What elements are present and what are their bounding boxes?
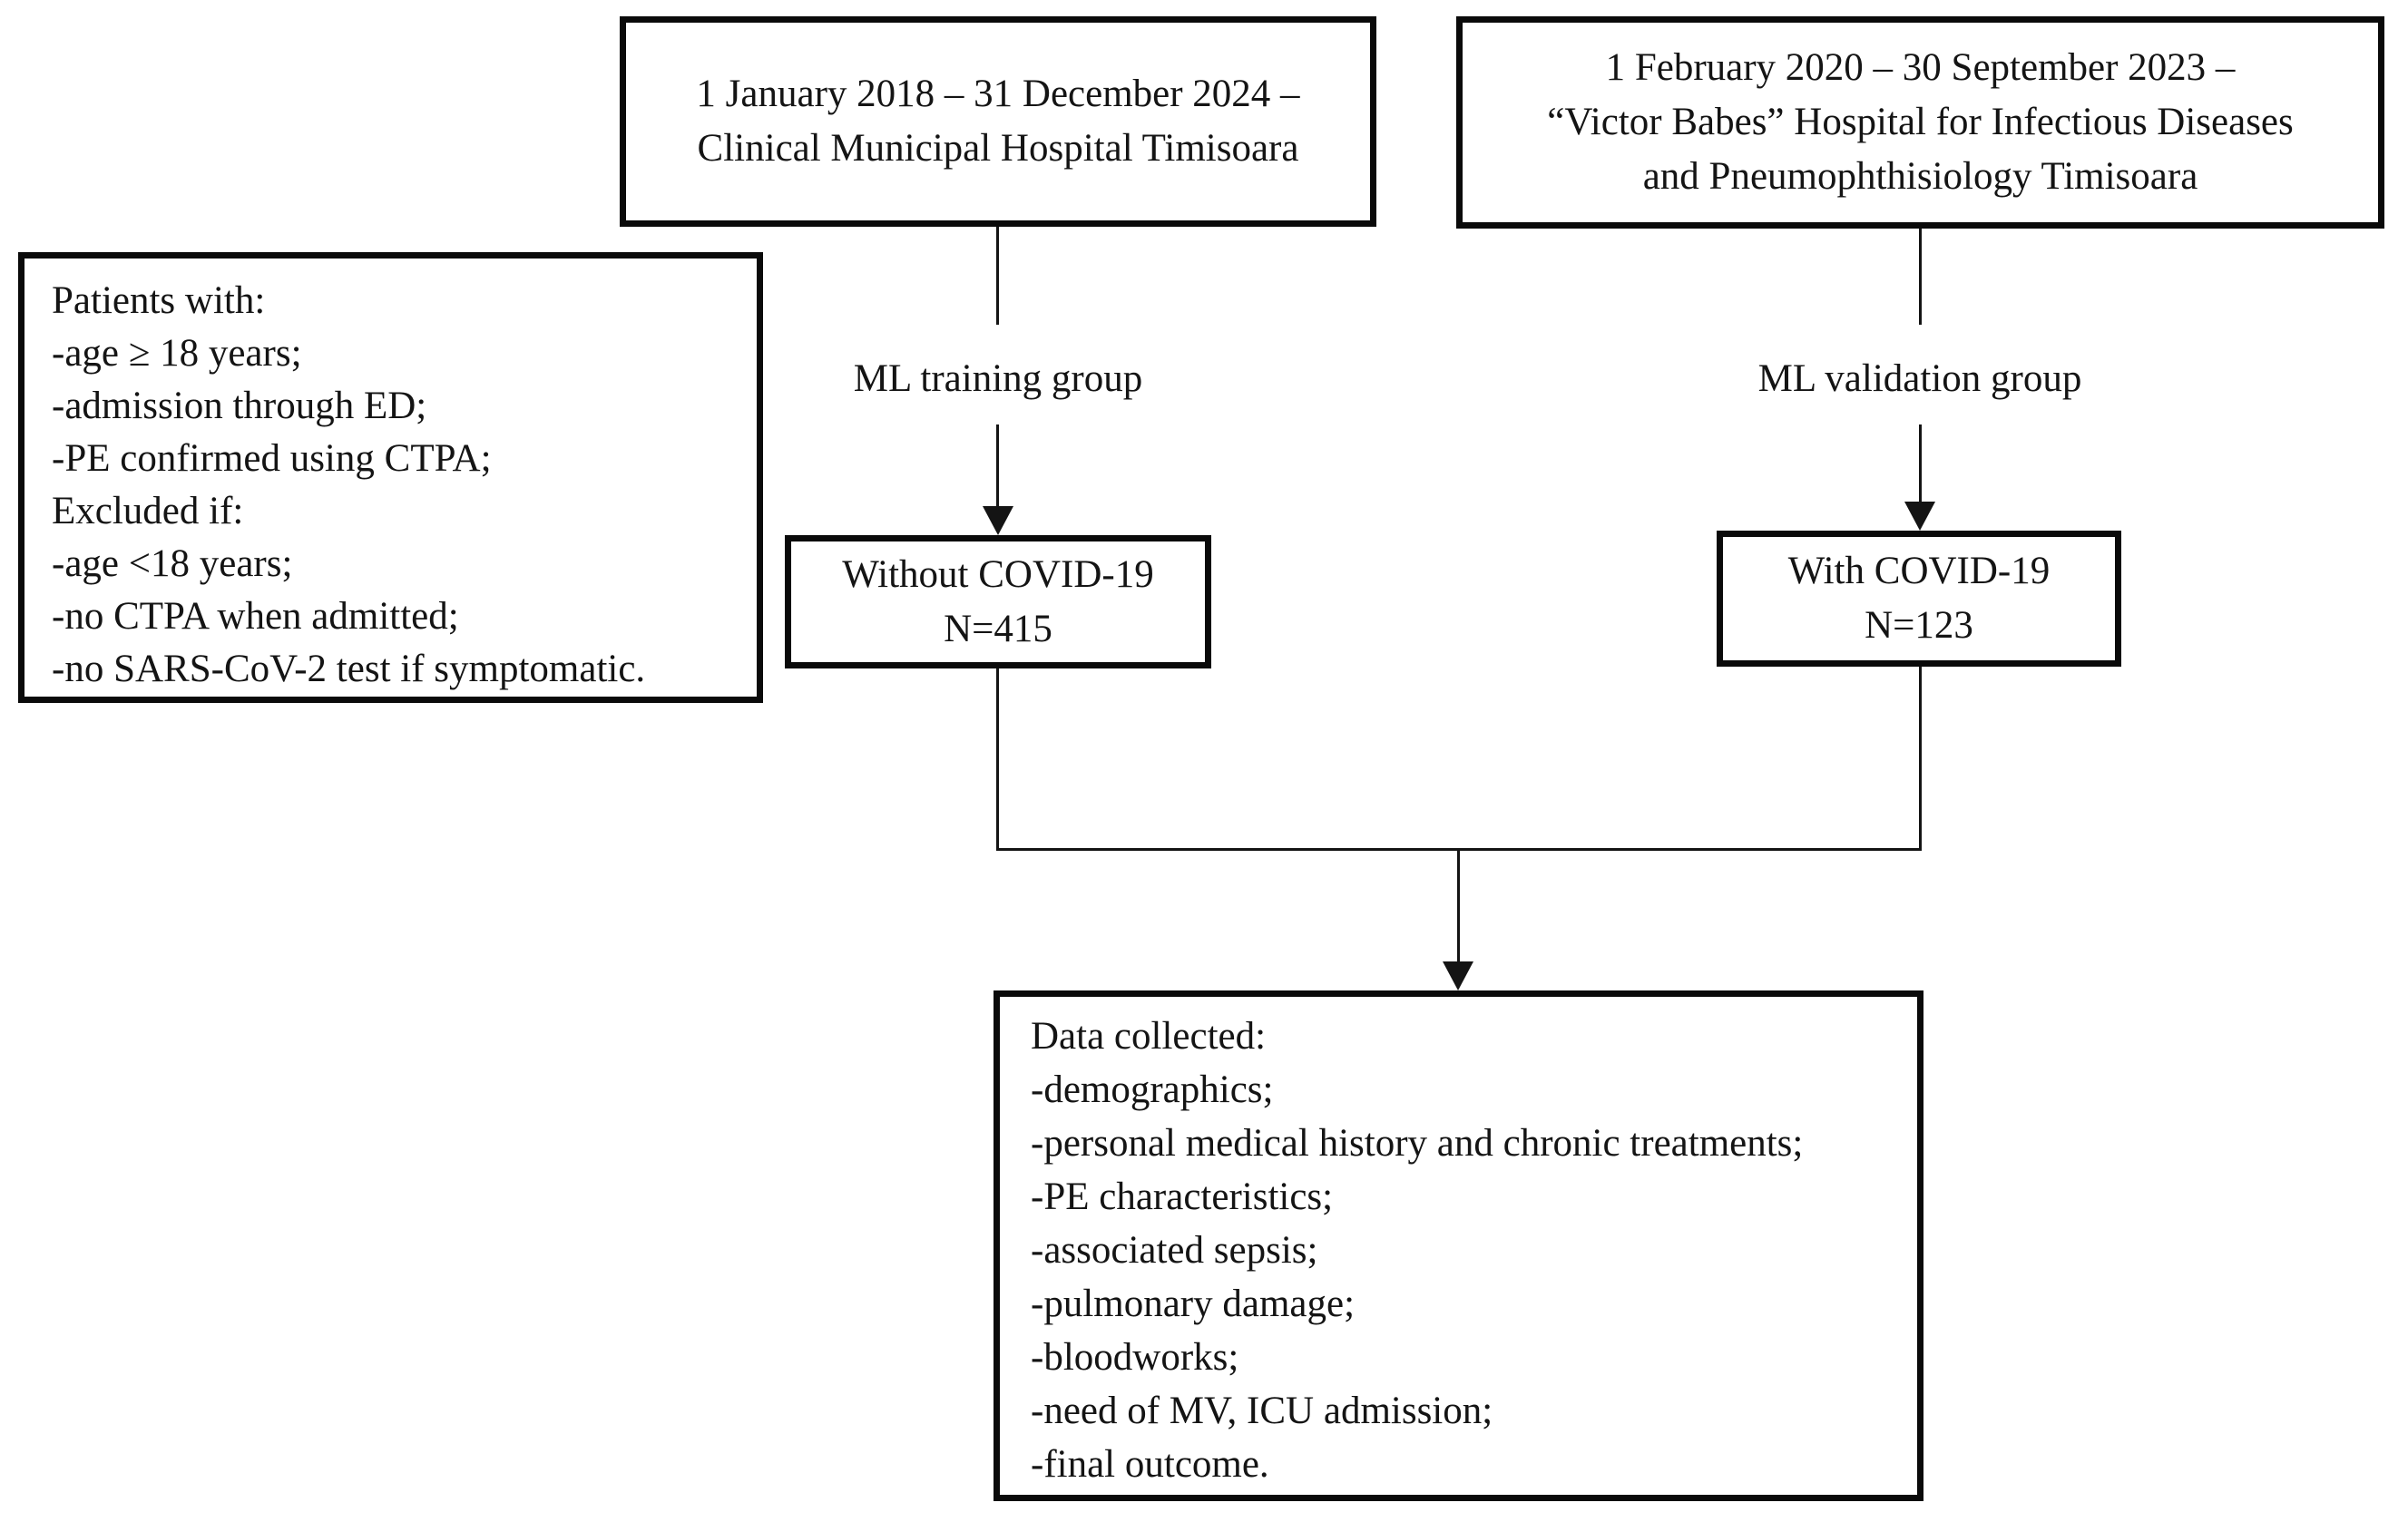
text-line: 1 January 2018 – 31 December 2024 – xyxy=(696,73,1300,115)
text-line: -no SARS-CoV-2 test if symptomatic. xyxy=(52,648,646,690)
without-covid-group-box: Without COVID-19 N=415 xyxy=(785,535,1211,668)
text-line: With COVID-19 xyxy=(1787,550,2051,592)
arrowhead-down-icon xyxy=(1443,961,1473,990)
arrowhead-down-icon xyxy=(983,506,1013,535)
connector-valid-stem-upper xyxy=(1919,229,1922,325)
connector-valid-stem-lower xyxy=(1919,424,1922,503)
text-line: -PE characteristics; xyxy=(1031,1176,1334,1218)
text-line: -need of MV, ICU admission; xyxy=(1031,1390,1493,1432)
ml-training-group-label: ML training group xyxy=(853,357,1143,400)
text-line: -PE confirmed using CTPA; xyxy=(52,437,492,480)
arrowhead-down-icon xyxy=(1904,502,1935,531)
text-line: -personal medical history and chronic tr… xyxy=(1031,1122,1804,1165)
text-line: Excluded if: xyxy=(52,490,244,532)
text-line: -no CTPA when admitted; xyxy=(52,595,459,638)
connector-train-stem-lower xyxy=(996,424,999,508)
ml-validation-group-label: ML validation group xyxy=(1757,357,2082,400)
text-line: Clinical Municipal Hospital Timisoara xyxy=(697,127,1299,170)
with-covid-group-box: With COVID-19 N=123 xyxy=(1717,531,2121,667)
text-line: and Pneumophthisiology Timisoara xyxy=(1642,155,2198,198)
text-line: -final outcome. xyxy=(1031,1443,1269,1486)
text-line: -admission through ED; xyxy=(52,385,427,427)
text-line: -demographics; xyxy=(1031,1068,1274,1111)
connector-data-stem xyxy=(1457,849,1460,963)
text-line: -age ≥ 18 years; xyxy=(52,332,302,375)
text-line: 1 February 2020 – 30 September 2023 – xyxy=(1605,46,2236,89)
text-line: N=123 xyxy=(1865,604,1973,647)
text-line: -associated sepsis; xyxy=(1031,1229,1318,1272)
study-site-a-box: 1 January 2018 – 31 December 2024 – Clin… xyxy=(620,16,1376,227)
criteria-box: Patients with: -age ≥ 18 years; -admissi… xyxy=(18,252,763,703)
text-line: -pulmonary damage; xyxy=(1031,1283,1356,1325)
text-line: Data collected: xyxy=(1031,1015,1267,1058)
text-line: Without COVID-19 xyxy=(842,552,1154,596)
data-collected-box: Data collected: -demographics; -personal… xyxy=(994,990,1923,1501)
text-line: Patients with: xyxy=(52,279,266,322)
connector-merge-left xyxy=(996,668,999,851)
text-line: “Victor Babes” Hospital for Infectious D… xyxy=(1547,101,2294,143)
study-site-b-box: 1 February 2020 – 30 September 2023 – “V… xyxy=(1456,16,2384,229)
text-line: N=415 xyxy=(944,607,1052,650)
text-line: -bloodworks; xyxy=(1031,1336,1239,1379)
text-line: -age <18 years; xyxy=(52,542,293,585)
connector-train-stem-upper xyxy=(996,227,999,325)
connector-merge-right xyxy=(1919,667,1922,851)
